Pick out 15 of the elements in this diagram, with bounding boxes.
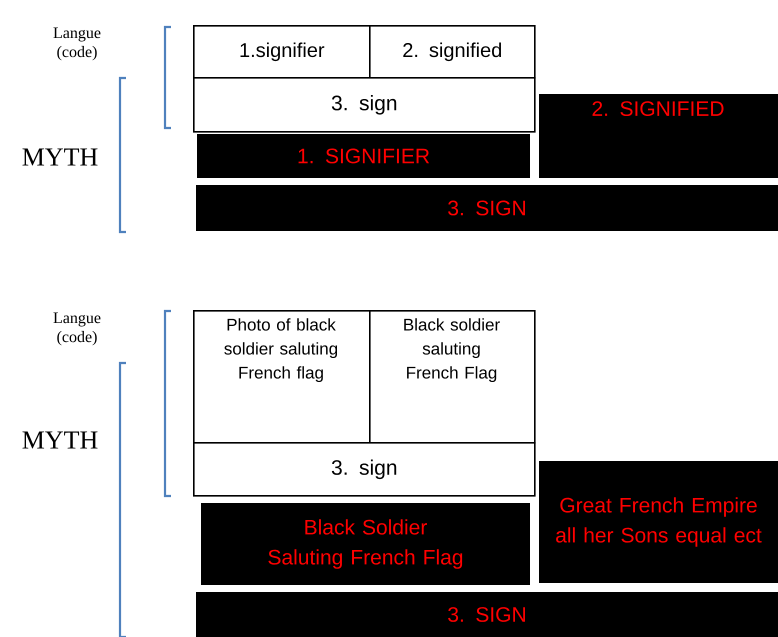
text-box: Photo of black soldier saluting French flag bbox=[193, 310, 371, 444]
level-label: Langue (code) bbox=[53, 312, 100, 346]
highlighted-box: 3. SIGN bbox=[195, 184, 778, 232]
text-box: 2. signified bbox=[369, 25, 536, 79]
text-box: 3. sign bbox=[193, 442, 536, 497]
level-label: MYTH bbox=[22, 148, 98, 166]
highlighted-box: Black Soldier Saluting French Flag bbox=[200, 502, 531, 586]
highlighted-box: 1. SIGNIFIER bbox=[196, 133, 531, 179]
highlighted-box: Great French Empire all her Sons equal ect bbox=[538, 460, 778, 584]
text-box: 1.signifier bbox=[193, 25, 371, 79]
highlighted-box: 2. SIGNIFIED bbox=[538, 93, 778, 179]
highlighted-box: 3. SIGN bbox=[195, 591, 778, 637]
text-box: Black soldier saluting French Flag bbox=[369, 310, 536, 444]
level-label: MYTH bbox=[22, 431, 98, 448]
level-label: Langue (code) bbox=[53, 28, 100, 60]
